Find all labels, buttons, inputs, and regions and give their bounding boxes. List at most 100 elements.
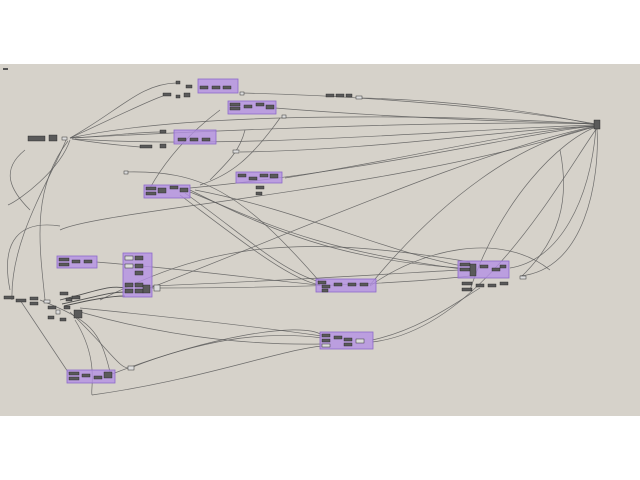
component[interactable]: [229, 106, 241, 111]
component[interactable]: [134, 282, 144, 288]
component[interactable]: [68, 376, 80, 381]
component[interactable]: [81, 373, 91, 378]
component[interactable]: [347, 282, 357, 287]
component[interactable]: [321, 288, 329, 293]
component[interactable]: [232, 149, 240, 154]
component[interactable]: [479, 264, 489, 269]
component[interactable]: [229, 102, 241, 107]
component[interactable]: [459, 267, 471, 272]
source-output[interactable]: [61, 136, 68, 141]
component[interactable]: [469, 263, 477, 277]
component[interactable]: [325, 93, 335, 98]
component[interactable]: [169, 185, 179, 190]
component[interactable]: [189, 137, 199, 142]
component[interactable]: [134, 263, 144, 269]
component[interactable]: [255, 102, 265, 107]
component[interactable]: [43, 299, 51, 304]
component[interactable]: [321, 284, 331, 289]
component[interactable]: [3, 295, 15, 300]
component[interactable]: [159, 129, 167, 134]
component[interactable]: [491, 267, 501, 272]
component[interactable]: [255, 191, 263, 196]
component[interactable]: [199, 85, 209, 90]
component[interactable]: [499, 281, 509, 286]
component[interactable]: [55, 309, 61, 315]
component[interactable]: [71, 295, 81, 300]
component[interactable]: [103, 371, 113, 379]
component[interactable]: [134, 255, 144, 261]
component[interactable]: [519, 275, 527, 280]
component[interactable]: [183, 92, 191, 98]
component[interactable]: [321, 343, 331, 348]
component[interactable]: [333, 335, 343, 340]
component[interactable]: [345, 93, 353, 98]
component[interactable]: [71, 259, 81, 264]
component[interactable]: [68, 371, 80, 376]
component[interactable]: [124, 255, 134, 261]
component[interactable]: [487, 283, 497, 288]
component[interactable]: [145, 191, 157, 196]
component[interactable]: [265, 104, 275, 110]
component[interactable]: [335, 93, 345, 98]
component[interactable]: [59, 291, 69, 296]
component[interactable]: [321, 333, 331, 338]
component[interactable]: [159, 143, 167, 149]
component[interactable]: [65, 297, 73, 302]
component[interactable]: [259, 173, 269, 178]
component[interactable]: [134, 270, 144, 276]
component[interactable]: [29, 296, 39, 301]
source-node[interactable]: [48, 134, 58, 142]
component[interactable]: [461, 287, 473, 292]
component[interactable]: [237, 173, 247, 178]
component[interactable]: [157, 187, 167, 194]
component[interactable]: [123, 170, 129, 175]
component[interactable]: [317, 280, 327, 285]
component[interactable]: [239, 91, 245, 96]
group-3[interactable]: [173, 129, 217, 145]
component[interactable]: [47, 315, 55, 320]
component[interactable]: [58, 257, 70, 262]
component[interactable]: [124, 288, 134, 294]
component[interactable]: [355, 338, 365, 344]
component[interactable]: [162, 92, 172, 97]
component[interactable]: [269, 173, 279, 179]
component[interactable]: [355, 95, 363, 100]
component[interactable]: [248, 176, 258, 181]
component[interactable]: [59, 317, 67, 322]
component[interactable]: [47, 305, 57, 310]
component[interactable]: [243, 104, 253, 109]
component[interactable]: [175, 94, 181, 99]
component[interactable]: [15, 298, 27, 303]
component[interactable]: [343, 342, 353, 347]
component[interactable]: [124, 282, 134, 288]
component[interactable]: [255, 185, 265, 190]
component[interactable]: [58, 262, 70, 267]
component[interactable]: [333, 282, 343, 287]
component[interactable]: [343, 337, 353, 342]
component[interactable]: [499, 264, 507, 269]
component[interactable]: [73, 309, 83, 319]
component[interactable]: [222, 85, 232, 90]
mini-toolbar-icon[interactable]: [3, 68, 8, 70]
component[interactable]: [83, 259, 93, 264]
component[interactable]: [142, 284, 151, 294]
component[interactable]: [179, 187, 189, 193]
output-panel-icon[interactable]: [593, 119, 601, 130]
component[interactable]: [63, 305, 71, 310]
component[interactable]: [201, 137, 211, 142]
component[interactable]: [127, 365, 135, 371]
component[interactable]: [153, 284, 161, 292]
component[interactable]: [475, 283, 485, 288]
component[interactable]: [29, 301, 39, 306]
component[interactable]: [145, 186, 157, 191]
component[interactable]: [459, 262, 471, 267]
component[interactable]: [211, 85, 221, 90]
component[interactable]: [175, 80, 181, 85]
component[interactable]: [93, 375, 103, 380]
component[interactable]: [185, 84, 193, 89]
component[interactable]: [281, 114, 287, 119]
group-4[interactable]: [235, 171, 283, 184]
component[interactable]: [359, 282, 369, 287]
component[interactable]: [139, 144, 153, 149]
component[interactable]: [177, 137, 187, 142]
